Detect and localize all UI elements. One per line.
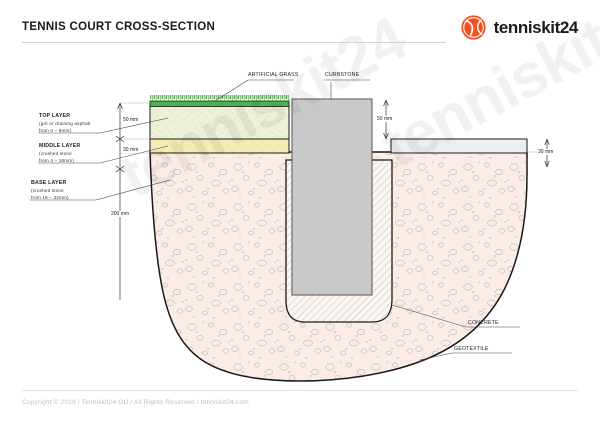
top-layer-sub1: (grit or draining asphalt <box>39 121 91 127</box>
dim-arrow-re-up <box>544 138 550 146</box>
top-layer-title: TOP LAYER <box>39 113 71 119</box>
dim-arrow-rc-dn <box>383 132 389 140</box>
leader-concrete <box>391 304 520 328</box>
right-surface-slab <box>390 138 528 154</box>
annotation-base-layer: BASE LAYER (crushed stone from 16 – 32mm… <box>31 179 69 201</box>
annotation-middle-layer: MIDDLE LAYER (crushed stone from 4 – 16m… <box>39 142 80 164</box>
dimension-curbstone: 50 mm <box>376 116 394 122</box>
top-layer-body <box>149 105 290 140</box>
middle-layer-sub2: from 4 – 16mm) <box>39 158 74 164</box>
header-divider <box>22 42 446 43</box>
base-layer-sub2: from 16 – 32mm) <box>31 195 69 201</box>
callout-geotextile: GEOTEXTILE <box>454 346 489 352</box>
dim-arrow-rc-up <box>383 99 389 107</box>
callout-concrete: CONCRETE <box>468 320 499 326</box>
leader-base-layer <box>30 179 171 201</box>
geotextile-line <box>149 151 528 382</box>
annotation-top-layer: TOP LAYER (grit or draining asphalt from… <box>39 112 90 134</box>
dim-arrow-re-dn <box>544 160 550 168</box>
dimension-right-edge: 30 mm <box>537 149 555 155</box>
middle-layer-title: MIDDLE LAYER <box>39 143 81 149</box>
curbstone-body <box>291 98 373 296</box>
brand-logo[interactable]: tenniskit24 <box>460 14 578 41</box>
middle-layer-body <box>149 138 290 154</box>
dimension-middle-layer: 30 mm <box>122 147 140 153</box>
middle-layer-sub1: (crushed stone <box>39 151 72 157</box>
callout-curbstone: CURBSTONE <box>325 72 360 78</box>
leader-top-layer <box>38 117 169 134</box>
dimension-top-layer: 50 mm <box>122 117 140 123</box>
base-layer-title: BASE LAYER <box>31 180 67 186</box>
brand-name: tenniskit24 <box>493 17 579 37</box>
footer-divider <box>22 390 578 391</box>
base-layer-sub1: (crushed stone <box>31 188 64 194</box>
leader-curbstone <box>324 79 370 99</box>
leader-artificial-grass <box>214 79 294 102</box>
tennis-ball-icon <box>460 15 486 40</box>
dim-tick-2 <box>115 165 125 173</box>
copyright-text: Copyright © 2019 / Tenniskit24 OÜ / All … <box>22 399 249 406</box>
artificial-grass-blades <box>150 95 289 102</box>
leader-geotextile <box>419 352 512 361</box>
callout-artificial-grass: ARTIFICIAL GRASS <box>248 72 299 78</box>
leader-middle-layer <box>38 145 169 164</box>
page-title: TENNIS COURT CROSS-SECTION <box>22 21 216 33</box>
dim-arrow-top <box>117 102 123 110</box>
top-layer-sub2: from 0 – 8mm) <box>39 128 72 134</box>
dimension-base-layer: 200 mm <box>110 211 131 217</box>
